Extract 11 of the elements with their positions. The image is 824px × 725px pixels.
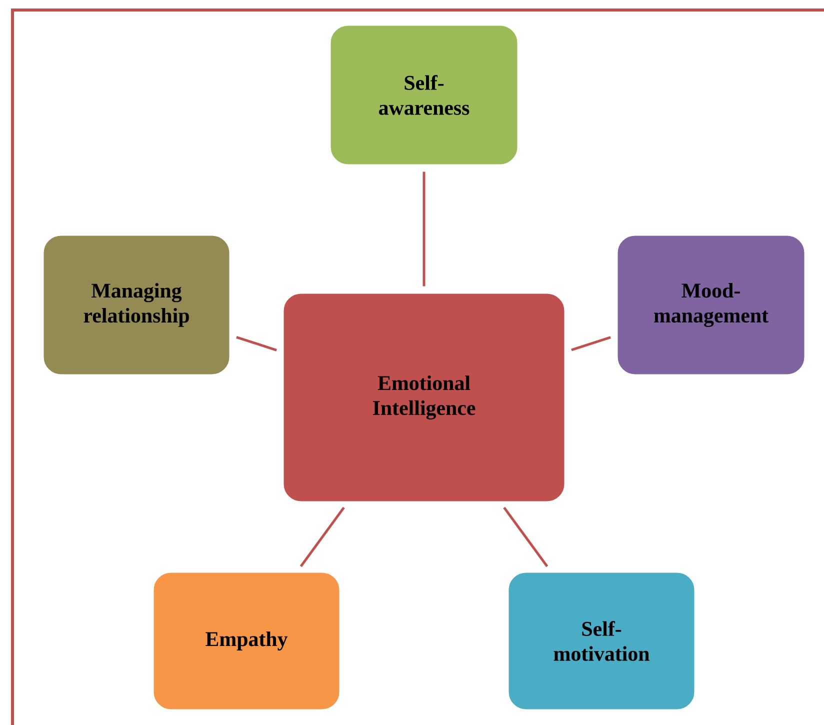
- rounded-box: Empathy: [152, 571, 341, 711]
- rounded-box: Mood-management: [616, 234, 806, 376]
- rounded-box: Self-awareness: [329, 24, 519, 166]
- rounded-box: Managing relationship: [42, 234, 231, 376]
- connector-line: [503, 506, 548, 568]
- rounded-box: Emotional Intelligence: [282, 292, 566, 503]
- connector-line: [236, 336, 277, 352]
- connector-line: [571, 336, 611, 352]
- connector-line: [300, 506, 345, 568]
- rounded-box: Self-motivation: [507, 571, 696, 711]
- connector-line: [422, 172, 426, 286]
